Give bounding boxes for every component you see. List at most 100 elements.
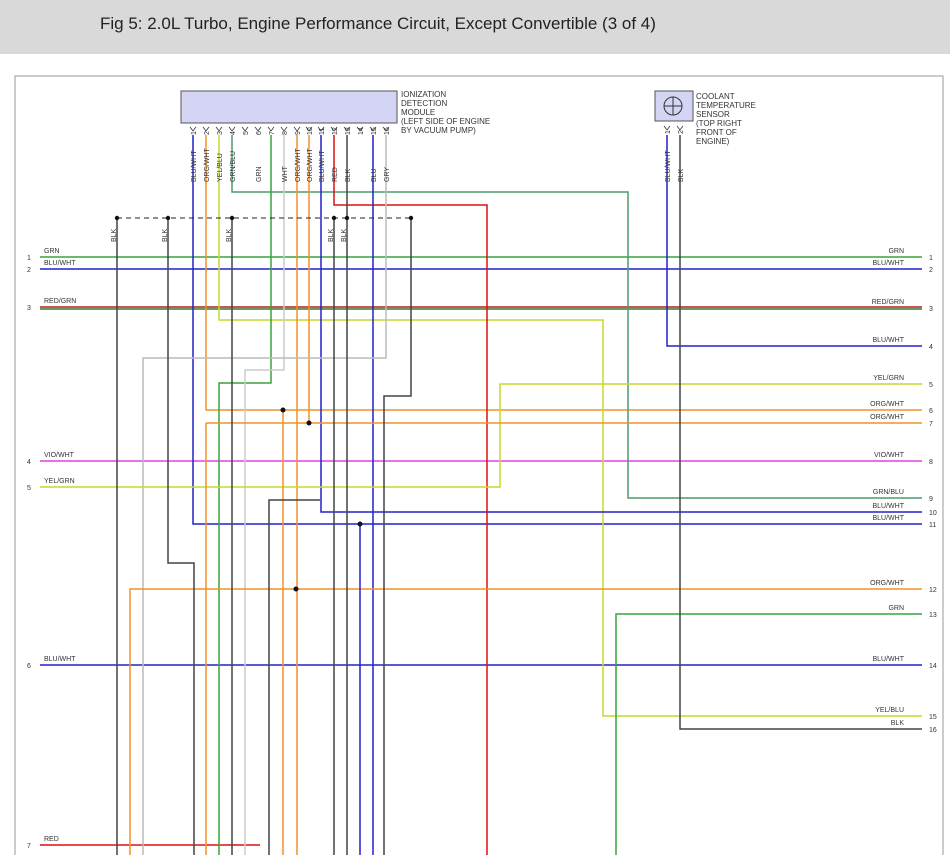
ionization-label-5: BY VACUUM PUMP) [401,126,476,135]
ionization-wire-label: BLU/WHT [319,150,326,182]
right-connector-number: 3 [929,306,933,313]
left-connector-wire-label: BLU/WHT [44,260,76,267]
ionization-pin-terminal [189,126,197,132]
wire-pin3-yelblu [218,135,922,717]
ionization-module: IONIZATION DETECTION MODULE (LEFT SIDE O… [180,90,490,182]
right-connector-wire-label: BLU/WHT [873,503,905,510]
right-connector-number: 15 [929,714,937,721]
left-connector-number: 2 [27,267,31,274]
right-connector-wire-label: GRN [888,605,904,612]
ground-bus-dots [114,215,414,221]
ionization-label-1: IONIZATION [401,90,446,99]
splice-dots [280,407,363,592]
left-connector-wire-label: BLU/WHT [44,656,76,663]
right-connector-number: 4 [929,344,933,351]
ionization-pin-number: 2 [204,131,211,135]
ionization-wire-label: GRY [384,167,391,182]
left-connectors: 1GRN2BLU/WHT3RED/GRN4VIO/WHT5YEL/GRN6BLU… [27,248,76,850]
right-connector-number: 8 [929,459,933,466]
right-connector-wire-label: BLU/WHT [873,656,905,663]
other-wire-routes [40,135,922,855]
ionization-wire-label: ORG/WHT [307,147,314,182]
left-connector-number: 5 [27,485,31,492]
coolant-label-2: TEMPERATURE [696,101,756,110]
ionization-pin-terminal [202,126,210,132]
coolant-pin-terminal [663,125,671,131]
right-connector-number: 9 [929,496,933,503]
coolant-sensor-box [654,90,694,122]
ionization-pin-terminal [228,126,236,132]
ground-wire-7 [268,499,320,855]
ground-label-5: BLK [341,228,348,242]
left-connector-number: 1 [27,255,31,262]
ionization-wire-label: ORG/WHT [204,147,211,182]
left-connector-wire-label: YEL/GRN [44,478,75,485]
coolant-label-4: (TOP RIGHT [696,119,742,128]
right-connector-wire-label: YEL/GRN [873,375,904,382]
ionization-pin-terminal [305,126,313,132]
wire-pin1-bluwht [192,135,922,525]
wire-pin2-orgwht [205,135,922,411]
left-connector-wire-label: RED/GRN [44,298,76,305]
ionization-pin-number: 3 [217,131,224,135]
right-connector-number: 10 [929,510,937,517]
right-connectors: 1GRN2BLU/WHT3RED/GRN4BLU/WHT5YEL/GRN6ORG… [870,248,937,734]
ionization-wire-label: GRN/BLU [230,151,237,182]
ionization-pin-terminal [267,126,275,132]
wire-pin11-bluwht [320,135,922,513]
right-connector-wire-label: ORG/WHT [870,580,905,587]
ground-label-4: BLK [328,228,335,242]
ionization-pin-terminal [241,126,249,132]
ground-label-2: BLK [162,228,169,242]
module-wire-routes [142,135,922,855]
wire-grn-13 [615,613,922,855]
right-connector-number: 16 [929,727,937,734]
ground-label-3: BLK [226,228,233,242]
wire-sensor-bluwht [666,135,922,347]
left-connector-number: 3 [27,305,31,312]
ground-wire-2 [167,218,195,855]
ionization-pin-number: 7 [269,131,276,135]
coolant-label-1: COOLANT [696,92,735,101]
coolant-label-6: ENGINE) [696,137,730,146]
right-connector-number: 11 [929,522,936,529]
wire-pin4-grnblu [231,135,922,499]
left-connector-number: 4 [27,459,31,466]
ionization-pin-terminal [317,126,325,132]
ionization-pin-number: 6 [256,131,263,135]
ionization-pin-number: 13 [345,127,352,135]
ionization-module-box [180,90,398,124]
ionization-pin-number: 11 [319,128,326,135]
ionization-label-2: DETECTION [401,99,447,108]
ionization-pin-terminal [382,126,390,132]
wire-orgwht-12 [129,588,922,855]
right-connector-number: 7 [929,421,933,428]
right-connector-number: 12 [929,587,937,594]
right-connector-wire-label: ORG/WHT [870,414,905,421]
right-connector-wire-label: GRN/BLU [873,489,904,496]
right-connector-wire-label: BLK [891,720,905,727]
right-connector-wire-label: BLU/WHT [873,260,905,267]
ionization-pin-number: 1 [191,131,198,135]
ionization-wire-label: ORG/WHT [295,147,302,182]
ionization-pin-number: 15 [371,127,378,135]
left-connector-wire-label: VIO/WHT [44,452,75,459]
wire-pin12-red [333,135,488,855]
ionization-pin-terminal [215,126,223,132]
right-connector-wire-label: YEL/BLU [875,707,904,714]
coolant-pin-terminal [676,125,684,131]
ionization-wire-label: WHT [282,165,289,182]
ionization-label-3: MODULE [401,108,435,117]
ionization-pin-terminal [254,126,262,132]
ionization-wire-label: RED [332,167,339,182]
right-connector-number: 13 [929,612,937,619]
right-connector-number: 1 [929,255,933,262]
coolant-pin-number: 2 [678,130,685,134]
ionization-pin-number: 14 [358,127,365,135]
ionization-pin-terminal [293,126,301,132]
left-connector-wire-label: GRN [44,248,60,255]
ionization-wire-label: BLU [371,168,378,182]
